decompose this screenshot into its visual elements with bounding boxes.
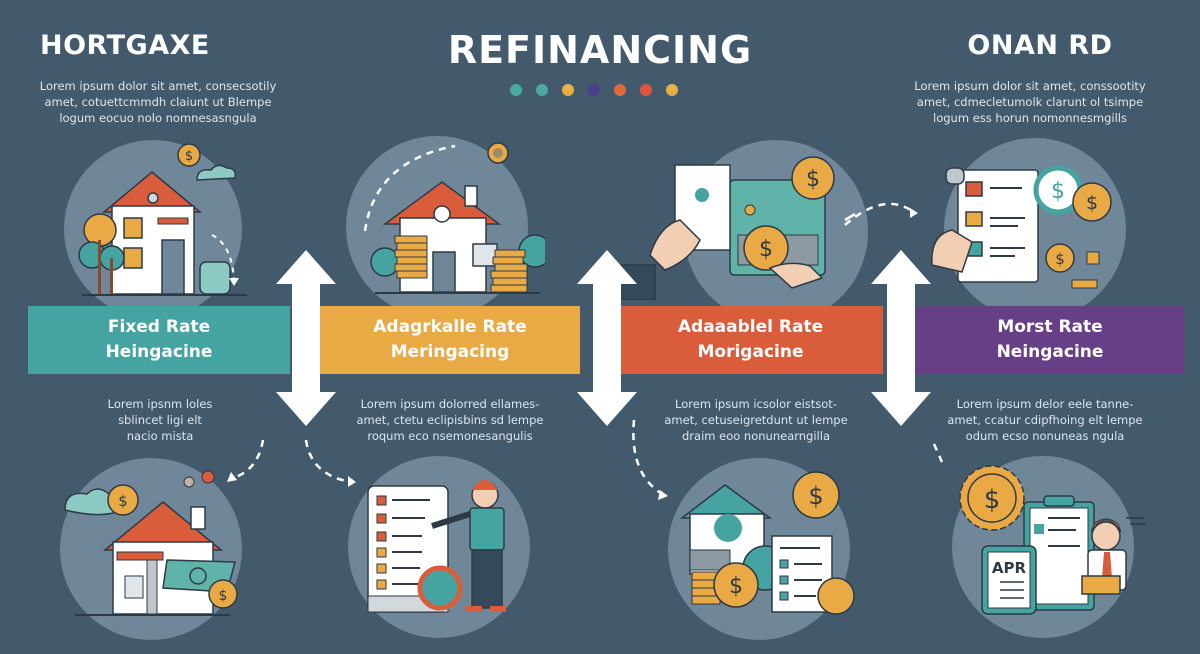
double-arrow-icon [276,250,336,426]
dollar-coin-icon: $ [1033,165,1083,215]
coin-icon: $ [792,471,840,519]
coin-icon: $ [177,143,201,167]
svg-text:$: $ [185,149,193,164]
dot-4 [588,84,600,96]
apr-label: APR [992,559,1027,577]
svg-text:$: $ [1086,192,1098,214]
svg-text:$: $ [1051,179,1065,204]
description-4: Lorem ipsum delor eele tanne- amet, ccat… [947,397,1143,443]
dot-5 [614,84,626,96]
band-label: Fixed Rate Heingacine [105,317,213,362]
house-coins-illustration [363,142,545,294]
description-2: Lorem ipsum dolorred ellames- amet, ctet… [356,397,544,443]
gear-dollar-icon: $ [959,465,1025,531]
description-1: Lorem ipsnm loles sblincet ligi elt naci… [107,397,213,443]
checklist-coins-illustration: $ $ $ [844,165,1112,289]
dot-6 [640,84,652,96]
gear-icon [487,142,509,164]
band-most-rate: Morst Rate Neingacine [916,306,1184,374]
band-label: Adaaablel Rate Morigacine [677,317,824,362]
dot-7 [666,84,678,96]
center-title: REFINANCING [447,28,753,72]
dot-2 [536,84,548,96]
svg-text:$: $ [806,167,820,192]
band-label: Morst Rate Neingacine [996,317,1104,362]
svg-text:$: $ [808,482,823,510]
house-cash-illustration: $ $ [64,440,265,616]
coin-icon: $ [713,562,759,608]
right-title: ONAN RD [967,30,1113,61]
svg-text:$: $ [1055,250,1065,268]
left-blurb: Lorem ipsum dolor sit amet, consecsotily… [39,79,277,125]
gear-icon: $ [107,484,139,516]
cloud-icon [196,164,237,181]
hands-document-illustration: $ $ [620,156,856,300]
svg-text:$: $ [118,492,128,510]
coin-icon [817,577,855,615]
coin-icon: $ [1072,182,1112,222]
description-3: Lorem ipsum icsolor eistsot- amet, cetus… [664,397,848,443]
coin-icon: $ [1045,243,1075,273]
color-dots [510,84,678,96]
coin-icon: $ [743,225,789,271]
band-fixed-rate: Fixed Rate Heingacine [28,306,290,374]
svg-text:$: $ [729,574,743,599]
double-arrow-icon [577,250,637,426]
house-trees-illustration: $ [78,143,247,296]
dot-1 [510,84,522,96]
svg-text:$: $ [759,237,773,262]
svg-text:$: $ [984,485,1001,515]
band-adjustable-rate: Adagrkalle Rate Meringacing [320,306,580,374]
man-checklist-illustration [304,440,506,613]
band-label: Adagrkalle Rate Meringacing [373,317,527,362]
right-blurb: Lorem ipsum dolor sit amet, conssootity … [914,79,1146,125]
refresh-icon [417,565,463,611]
house-coins-document-illustration: $ $ [632,420,855,615]
left-title: HORTGAXE [40,30,210,61]
dot-3 [562,84,574,96]
coin-icon: $ [791,156,835,200]
coin-icon: $ [208,579,238,609]
double-arrow-icon [871,250,931,426]
band-adaptable-rate: Adaaablel Rate Morigacine [618,306,883,374]
apr-clipboard-illustration: $ APR [932,443,1146,615]
svg-text:$: $ [219,588,228,604]
